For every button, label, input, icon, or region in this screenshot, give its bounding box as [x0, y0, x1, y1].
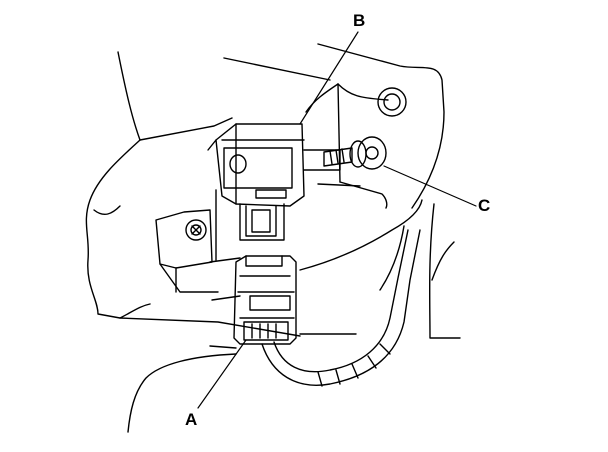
callout-label-b: B [353, 11, 366, 30]
bracket-bolt [185, 219, 207, 241]
lower-body-edge [127, 345, 237, 433]
bolt-c [323, 136, 387, 170]
leader-line-b [299, 31, 359, 125]
sensor-b [207, 123, 341, 261]
panel-bolt [377, 87, 407, 117]
body-panel [117, 43, 461, 339]
leader-line-a [197, 339, 247, 409]
leader-line-c [383, 165, 477, 207]
connector-a [233, 255, 297, 345]
callout-label-c: C [478, 196, 491, 215]
wire-harness [261, 229, 421, 387]
callout-label-a: A [185, 410, 198, 429]
leader-lines [197, 31, 477, 409]
